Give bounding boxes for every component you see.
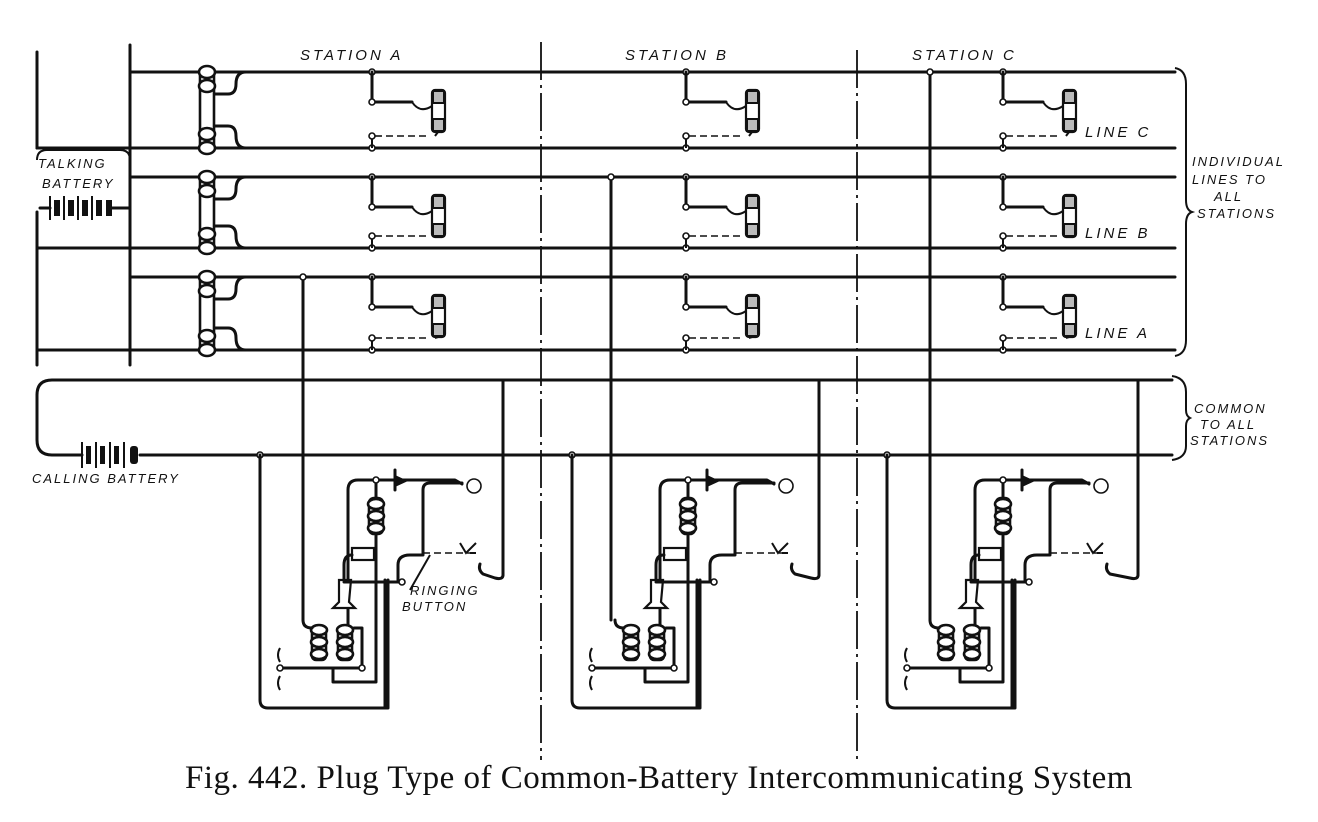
line-jack — [368, 273, 447, 354]
station-c-label: STATION C — [912, 47, 1017, 64]
line-b-label: LINE B — [1085, 225, 1151, 242]
line-jack — [368, 68, 447, 152]
line-c-label: LINE C — [1085, 124, 1151, 141]
bell-gong-icon — [589, 647, 593, 691]
line-jack — [682, 273, 761, 354]
push-button-icon — [466, 478, 482, 494]
bell-gong-icon — [904, 647, 908, 691]
common-brace-label-1: COMMON — [1194, 401, 1267, 416]
calling-battery-label: CALLING BATTERY — [32, 471, 180, 486]
individual-brace-label-4: STATIONS — [1197, 206, 1276, 221]
line-jack — [999, 273, 1078, 354]
hook-switch-icon — [350, 546, 376, 562]
common-lines — [35, 378, 1174, 457]
station-dividers — [540, 42, 858, 760]
common-brace-label-2: TO ALL — [1200, 417, 1256, 432]
brace-individual-lines: INDIVIDUAL LINES TO ALL STATIONS — [1174, 67, 1285, 357]
telephone-set — [883, 68, 1140, 710]
individual-brace-label-2: LINES TO — [1192, 172, 1267, 187]
ringing-key-icon — [1086, 542, 1104, 555]
push-button-icon — [778, 478, 794, 494]
push-button-icon — [1093, 478, 1109, 494]
telephone-set — [568, 173, 821, 710]
hook-switch-icon — [662, 546, 688, 562]
telephone-sets — [256, 68, 1140, 710]
brace-common: COMMON TO ALL STATIONS — [1171, 375, 1269, 461]
individual-brace-label-1: INDIVIDUAL — [1192, 154, 1285, 169]
station-a-label: STATION A — [300, 47, 403, 64]
repeating-coil — [35, 269, 262, 358]
ringing-key-icon — [459, 542, 477, 555]
receiver-icon — [330, 578, 358, 610]
ringing-button-annotation: RINGING BUTTON — [402, 554, 480, 614]
receiver-icon — [642, 578, 670, 610]
repeating-coils — [35, 64, 262, 358]
line-jacks — [368, 68, 1078, 354]
line-jack — [999, 173, 1078, 252]
talking-battery: TALKING BATTERY — [36, 149, 132, 220]
repeating-coil — [35, 169, 262, 256]
ringing-label-1: RINGING — [410, 583, 480, 598]
individual-lines — [35, 70, 1177, 352]
repeating-coil — [35, 64, 262, 156]
line-a-label: LINE A — [1085, 325, 1150, 342]
talking-battery-label-2: BATTERY — [42, 176, 115, 191]
common-brace-label-3: STATIONS — [1190, 433, 1269, 448]
ringing-key-icon — [771, 542, 789, 555]
calling-battery: CALLING BATTERY — [32, 442, 180, 486]
bell-gong-icon — [277, 647, 281, 691]
talking-battery-label-1: TALKING — [38, 156, 107, 171]
line-jack — [999, 68, 1078, 152]
line-jack — [368, 173, 447, 252]
station-b-label: STATION B — [625, 47, 729, 64]
telephone-set — [256, 273, 505, 710]
line-jack — [682, 173, 761, 252]
ringing-label-2: BUTTON — [402, 599, 467, 614]
hook-switch-icon — [977, 546, 1003, 562]
line-jack — [682, 68, 761, 152]
individual-brace-label-3: ALL — [1213, 189, 1243, 204]
receiver-icon — [957, 578, 985, 610]
left-bus — [35, 43, 132, 367]
figure-caption: Fig. 442. Plug Type of Common-Battery In… — [185, 760, 1133, 796]
